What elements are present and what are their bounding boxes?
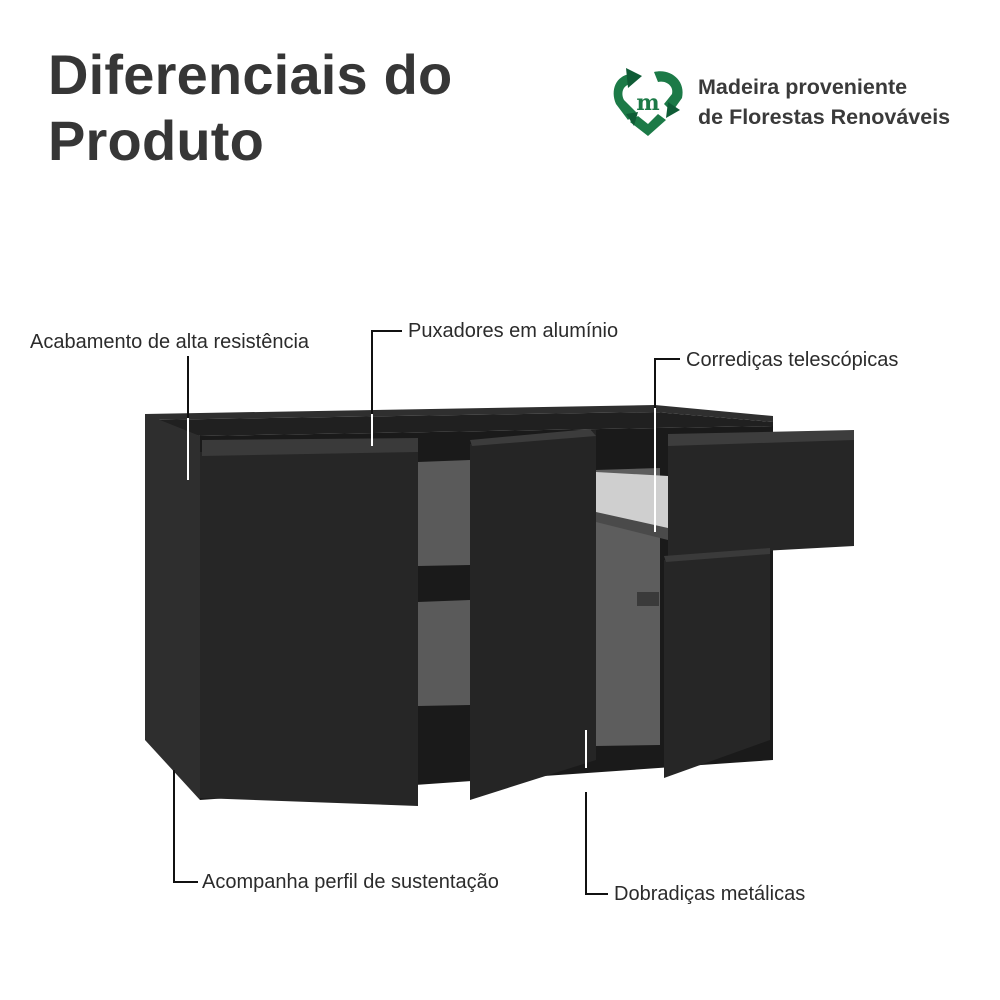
feature-support-label: Acompanha perfil de sustentação xyxy=(202,871,499,893)
recycle-heart-m-icon: m xyxy=(613,68,683,136)
badge-line-2: de Florestas Renováveis xyxy=(698,105,951,129)
badge-line-1: Madeira proveniente xyxy=(698,75,908,99)
title-line-1: Diferenciais do xyxy=(48,43,453,106)
feature-hinges-label: Dobradiças metálicas xyxy=(614,883,806,905)
feature-handles-label: Puxadores em alumínio xyxy=(408,320,619,342)
svg-text:m: m xyxy=(636,90,659,116)
page-title: Diferenciais do Produto xyxy=(48,42,452,174)
feature-finish-label: Acabamento de alta resistência xyxy=(30,331,310,353)
sustainability-badge: m Madeira proveniente de Florestas Renov… xyxy=(608,66,950,138)
title-line-2: Produto xyxy=(48,109,265,172)
feature-slides-label: Corrediças telescópicas xyxy=(686,349,899,371)
